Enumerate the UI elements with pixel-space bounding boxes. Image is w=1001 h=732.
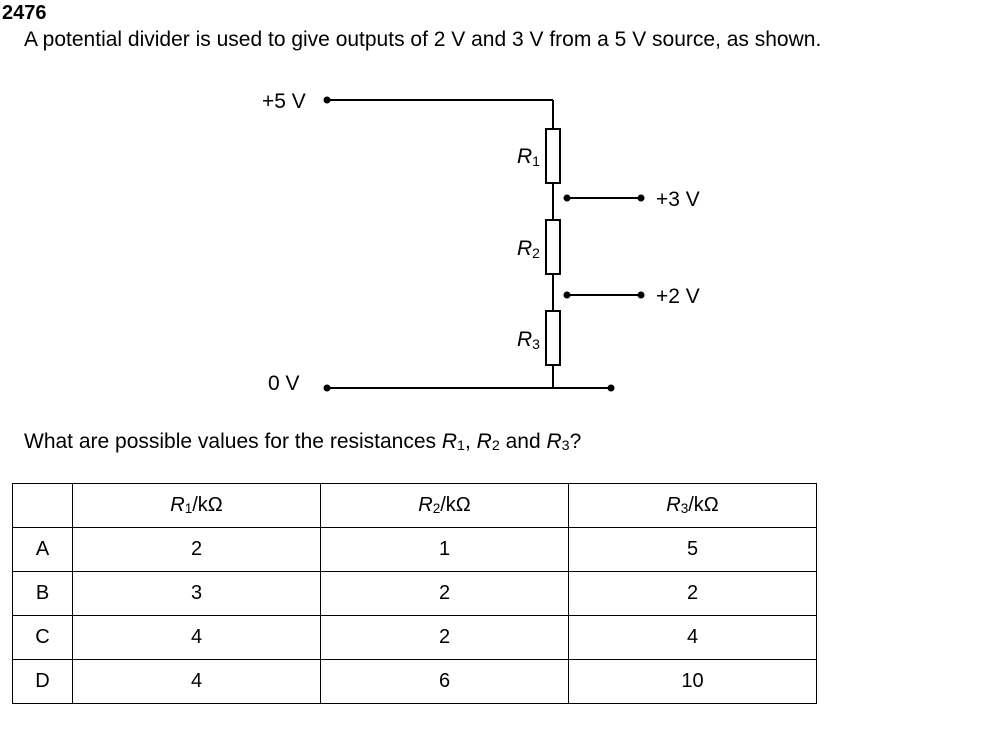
resistor-label-r2: R2 (517, 237, 540, 261)
header-r1: R1/kΩ (72, 483, 321, 528)
r3-value: 4 (568, 615, 817, 660)
potential-divider-circuit: +5 V 0 V +3 V +2 V R1 R2 R3 (262, 90, 700, 395)
r2-value: 6 (320, 659, 569, 704)
r2-value: 2 (320, 615, 569, 660)
table-row: B 3 2 2 (12, 571, 817, 616)
option-label: A (12, 527, 73, 572)
answer-options-table: R1/kΩ R2/kΩ R3/kΩ A 2 1 5 B 3 2 2 C 4 2 … (12, 483, 817, 704)
question-stem: A potential divider is used to give outp… (24, 28, 822, 51)
r2-value: 1 (320, 527, 569, 572)
r3-value: 5 (568, 527, 817, 572)
resistor-label-r1: R1 (517, 145, 540, 169)
header-option-cell (12, 483, 73, 528)
option-label: B (12, 571, 73, 616)
option-label: D (12, 659, 73, 704)
output-label-3v: +3 V (656, 188, 700, 211)
r1-value: 3 (72, 571, 321, 616)
junction-node (563, 194, 571, 202)
header-r2: R2/kΩ (320, 483, 569, 528)
ground-terminal-right (607, 384, 615, 392)
ground-label: 0 V (268, 372, 300, 395)
table-row: D 4 6 10 (12, 659, 817, 704)
r3-value: 10 (568, 659, 817, 704)
ground-terminal-left (323, 384, 331, 392)
supply-label: +5 V (262, 90, 306, 113)
table-row: A 2 1 5 (12, 527, 817, 572)
r1-value: 4 (72, 615, 321, 660)
junction-node (563, 291, 571, 299)
supply-terminal (323, 96, 331, 104)
output-3v-terminal (637, 194, 645, 202)
r1-value: 4 (72, 659, 321, 704)
option-label: C (12, 615, 73, 660)
resistor-r1 (545, 128, 561, 184)
output-2v-terminal (637, 291, 645, 299)
output-label-2v: +2 V (656, 285, 700, 308)
resistor-r3 (545, 310, 561, 366)
resistor-r2 (545, 219, 561, 275)
resistor-label-r3: R3 (517, 328, 540, 352)
table-header-row: R1/kΩ R2/kΩ R3/kΩ (12, 483, 817, 528)
r1-value: 2 (72, 527, 321, 572)
header-r3: R3/kΩ (568, 483, 817, 528)
r3-value: 2 (568, 571, 817, 616)
question-number: 2476 (2, 2, 47, 24)
table-row: C 4 2 4 (12, 615, 817, 660)
question-text: What are possible values for the resista… (24, 430, 582, 455)
r2-value: 2 (320, 571, 569, 616)
